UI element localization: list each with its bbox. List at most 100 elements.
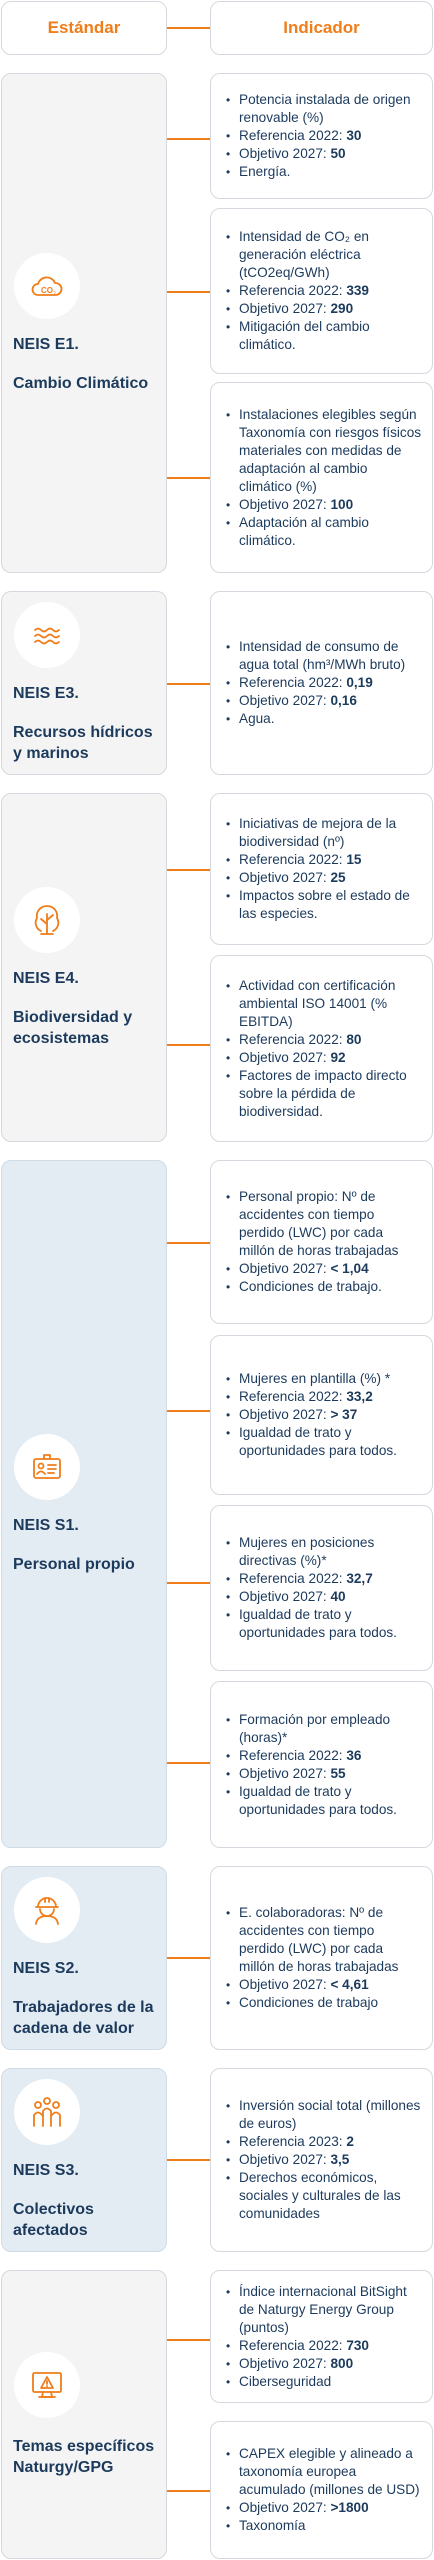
connector — [167, 2159, 210, 2161]
indicator-value: 0,16 — [330, 693, 357, 708]
connector — [167, 1044, 210, 1046]
indicator-item: CAPEX elegible y alineado a taxonomía eu… — [223, 2445, 422, 2499]
connector — [167, 1957, 210, 1959]
indicator-item: Índice internacional BitSight de Naturgy… — [223, 2283, 422, 2337]
indicator-item: Objetivo 2027: 25 — [223, 869, 422, 887]
indicator-value: 730 — [346, 2337, 369, 2353]
header-standard: Estándar — [1, 1, 167, 55]
water-waves-icon — [14, 602, 80, 668]
indicator-value: 32,7 — [346, 1571, 373, 1586]
indicator-item: Referencia 2022: 80 — [223, 1031, 422, 1049]
indicator-value: 0,19 — [346, 675, 373, 690]
tree-icon — [14, 886, 80, 953]
standard-neis-e3: NEIS E3. Recursos hídricos y marinos — [1, 591, 167, 775]
indicator-item: Objetivo 2027: >1800 — [223, 2499, 422, 2517]
indicator-card: CAPEX elegible y alineado a taxonomía eu… — [210, 2421, 433, 2559]
indicator-value: 25 — [330, 870, 346, 885]
indicator-card: Iniciativas de mejora de la biodiversida… — [210, 793, 433, 945]
indicator-item: Objetivo 2027: 100 — [223, 496, 422, 514]
indicator-card: Mujeres en plantilla (%) *Referencia 202… — [210, 1335, 433, 1495]
indicator-value: 33,2 — [346, 1389, 373, 1404]
indicator-value: 100 — [330, 496, 354, 512]
indicator-value: 55 — [330, 1765, 346, 1781]
standard-name: Trabajadores de la cadena de valor — [13, 1999, 154, 2037]
indicator-card: Mujeres en posiciones directivas (%)*Ref… — [210, 1505, 433, 1671]
standard-neis-s2: NEIS S2. Trabajadores de la cadena de va… — [1, 1866, 167, 2050]
indicator-card: Potencia instalada de origen renovable (… — [210, 73, 433, 199]
indicator-item: Derechos económicos, sociales y cultural… — [223, 2169, 422, 2223]
indicator-item: Actividad con certificación ambiental IS… — [223, 977, 422, 1031]
indicator-item: Referencia 2022: 36 — [223, 1747, 422, 1765]
indicator-item: Instalaciones elegibles según Taxonomía … — [223, 406, 422, 496]
indicator-item: Intensidad de consumo de agua total (hm³… — [223, 638, 422, 674]
indicator-item: Referencia 2023: 2 — [223, 2133, 422, 2151]
indicator-value: 50 — [330, 146, 346, 161]
indicator-value: 3,5 — [330, 2152, 350, 2167]
indicator-value: 40 — [330, 1589, 346, 1604]
indicator-card: Formación por empleado (horas)*Referenci… — [210, 1681, 433, 1848]
standard-code: NEIS E1. — [13, 335, 79, 353]
indicator-item: Referencia 2022: 339 — [223, 282, 422, 300]
indicator-value: >1800 — [330, 2500, 369, 2515]
indicator-card: E. colaboradoras: Nº de accidentes con t… — [210, 1866, 433, 2050]
indicator-item: Referencia 2022: 32,7 — [223, 1570, 422, 1588]
indicator-item: Objetivo 2027: 290 — [223, 300, 422, 318]
indicator-card: Personal propio: Nº de accidentes con ti… — [210, 1160, 433, 1324]
monitor-alert-icon — [14, 2351, 80, 2418]
connector — [167, 1762, 210, 1764]
indicator-item: Adaptación al cambio climático. — [223, 514, 422, 550]
indicator-item: Objetivo 2027: 40 — [223, 1588, 422, 1606]
standard-code: NEIS S1. — [13, 1516, 79, 1534]
indicator-value: 92 — [330, 1049, 346, 1065]
indicator-card: Índice internacional BitSight de Naturgy… — [210, 2270, 433, 2403]
indicator-value: 36 — [346, 1747, 362, 1763]
indicator-value: 339 — [346, 283, 369, 298]
indicator-item: Energía. — [223, 163, 422, 181]
standard-name: Personal propio — [13, 1555, 135, 1573]
indicator-card: Instalaciones elegibles según Taxonomía … — [210, 382, 433, 573]
indicator-item: Agua. — [223, 710, 422, 728]
connector — [167, 2339, 210, 2341]
connector — [167, 869, 210, 871]
standard-neis-e1: CO 2 NEIS E1. Cambio Climático — [1, 73, 167, 573]
standard-naturgy-gpg: Temas específicos Naturgy/GPG — [1, 2270, 167, 2559]
indicator-item: Objetivo 2027: 3,5 — [223, 2151, 422, 2169]
indicator-value: < 4,61 — [330, 1977, 369, 1992]
connector — [167, 1582, 210, 1584]
indicator-item: Potencia instalada de origen renovable (… — [223, 91, 422, 127]
connector — [167, 1410, 210, 1412]
standard-name: Cambio Climático — [13, 374, 149, 392]
svg-text:CO: CO — [41, 286, 53, 295]
indicator-item: Objetivo 2027: 92 — [223, 1049, 422, 1067]
indicator-value: < 1,04 — [330, 1261, 369, 1276]
indicator-item: Intensidad de CO₂ en generación eléctric… — [223, 228, 422, 282]
indicator-card: Intensidad de consumo de agua total (hm³… — [210, 591, 433, 775]
id-badge-icon — [14, 1433, 80, 1500]
community-people-icon — [14, 2079, 80, 2145]
indicator-item: Mujeres en plantilla (%) * — [223, 1370, 422, 1388]
indicator-value: 80 — [346, 1031, 362, 1047]
indicator-item: Personal propio: Nº de accidentes con ti… — [223, 1188, 422, 1260]
standard-code: NEIS S2. — [13, 1960, 79, 1977]
connector — [167, 291, 210, 293]
indicator-item: Objetivo 2027: < 1,04 — [223, 1260, 422, 1278]
connector — [167, 138, 210, 140]
standard-name: Biodiversidad y ecosistemas — [13, 1008, 133, 1047]
standard-name: Recursos hídricos y marinos — [13, 724, 153, 762]
indicator-item: Iniciativas de mejora de la biodiversida… — [223, 815, 422, 851]
connector — [167, 477, 210, 479]
connector — [167, 1242, 210, 1244]
indicator-item: Igualdad de trato y oportunidades para t… — [223, 1606, 422, 1642]
worker-helmet-icon — [14, 1877, 80, 1943]
connector — [167, 2490, 210, 2492]
indicator-item: Impactos sobre el estado de las especies… — [223, 887, 422, 923]
standard-name: Temas específicos Naturgy/GPG — [13, 2437, 155, 2476]
indicator-item: Mujeres en posiciones directivas (%)* — [223, 1534, 422, 1570]
indicator-value: > 37 — [330, 1407, 358, 1422]
standard-name: Colectivos afectados — [13, 2201, 94, 2239]
indicator-value: 2 — [346, 2134, 354, 2149]
indicator-item: Objetivo 2027: > 37 — [223, 1406, 422, 1424]
indicator-item: Referencia 2022: 33,2 — [223, 1388, 422, 1406]
indicator-value: 30 — [346, 128, 362, 143]
indicator-card: Actividad con certificación ambiental IS… — [210, 955, 433, 1142]
